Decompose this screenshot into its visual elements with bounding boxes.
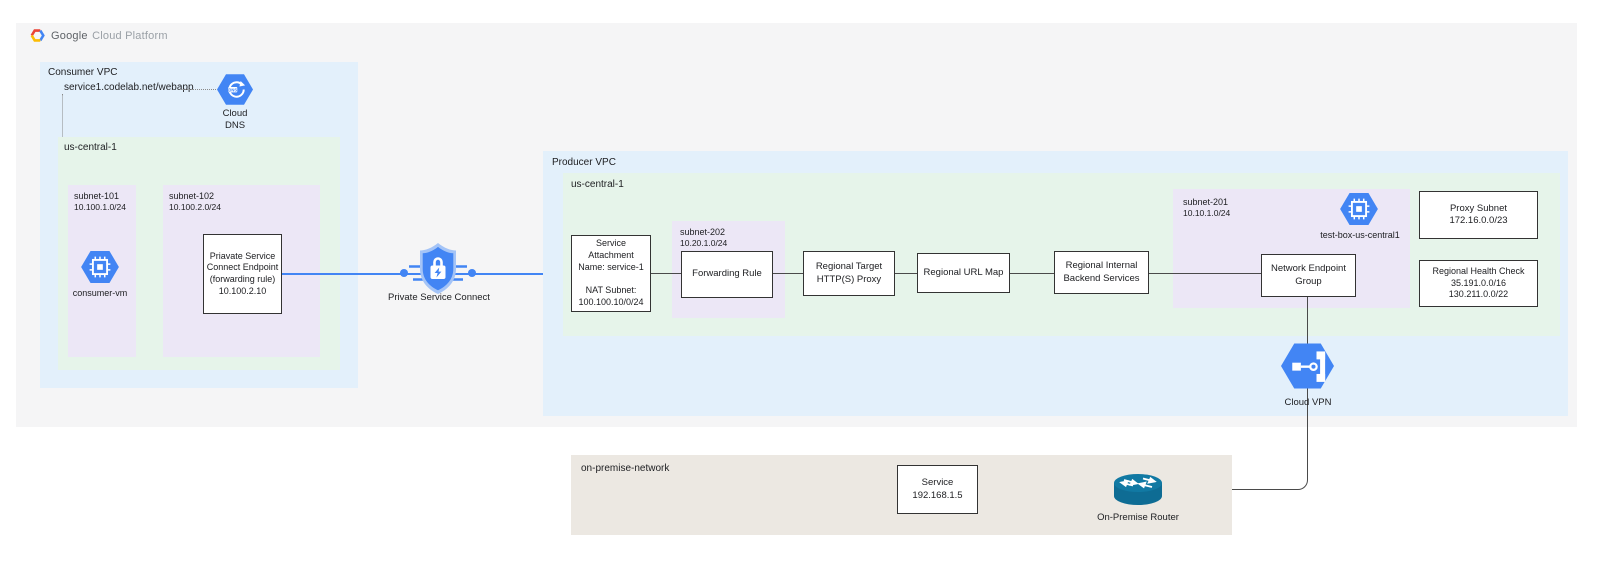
forwarding-rule-node: Forwarding Rule	[681, 251, 773, 298]
test-box-caption: test-box-us-central1	[1320, 230, 1400, 240]
service-attachment-node: Service Attachment Name: service-1 NAT S…	[571, 235, 651, 312]
subnet-201-name: subnet-201	[1183, 197, 1229, 207]
consumer-region-label: us-central-1	[64, 142, 117, 153]
subnet-102-name: subnet-102	[169, 191, 215, 201]
on-premise-network-label: on-premise-network	[581, 463, 670, 474]
subnet-102-box: subnet-102 10.100.2.0/24	[163, 185, 320, 357]
proxy-subnet-node: Proxy Subnet 172.16.0.0/23	[1419, 191, 1538, 239]
test-box-vm-icon	[1340, 192, 1378, 231]
consumer-vm-icon	[81, 250, 119, 289]
cloud-vpn-caption: Cloud VPN	[1284, 397, 1332, 408]
subnet-202-cidr: 10.20.1.0/24	[680, 238, 728, 249]
connector-backend-to-neg	[1149, 273, 1261, 274]
subnet-202-name: subnet-202	[680, 227, 726, 237]
regional-url-map-node: Regional URL Map	[917, 253, 1010, 293]
cloud-dns-caption: Cloud DNS	[222, 108, 248, 131]
psc-endpoint-node: Priavate Service Connect Endpoint (forwa…	[203, 234, 282, 314]
network-endpoint-group-node: Network Endpoint Group	[1261, 254, 1356, 297]
subnet-201-cidr: 10.10.1.0/24	[1183, 208, 1231, 219]
connector-fwdrule-to-proxy	[773, 273, 803, 274]
regional-target-proxy-node: Regional Target HTTP(S) Proxy	[803, 251, 895, 296]
consumer-vm-caption: consumer-vm	[72, 288, 128, 298]
subnet-102-cidr: 10.100.2.0/24	[169, 202, 221, 213]
dns-record-label: service1.codelab.net/webapp	[64, 82, 194, 93]
on-premise-router-icon	[1112, 471, 1164, 514]
logo-text-cloud-platform: Cloud Platform	[92, 30, 168, 42]
private-service-connect-icon	[394, 241, 482, 300]
producer-vpc-label: Producer VPC	[552, 157, 616, 168]
dns-record-to-dns-connector	[181, 89, 216, 90]
psc-caption: Private Service Connect	[388, 292, 490, 303]
onprem-service-node: Service 192.168.1.5	[897, 465, 978, 514]
svg-text:DNS: DNS	[228, 87, 237, 92]
connector-proxy-to-urlmap	[895, 273, 917, 274]
cloud-vpn-icon	[1281, 341, 1334, 396]
logo-text-google: Google	[51, 30, 88, 42]
gcp-logo: Google Cloud Platform	[30, 26, 168, 44]
connector-urlmap-to-backend	[1010, 273, 1054, 274]
regional-health-check-node: Regional Health Check 35.191.0.0/16 130.…	[1419, 260, 1538, 307]
cloud-dns-icon: DNS	[217, 73, 253, 111]
producer-region-label: us-central-1	[571, 179, 624, 190]
gcp-logo-icon	[30, 28, 45, 42]
subnet-101-name: subnet-101	[74, 191, 120, 201]
subnet-101-cidr: 10.100.1.0/24	[74, 202, 126, 213]
connector-attachment-to-fwdrule	[651, 273, 681, 274]
regional-internal-backend-node: Regional Internal Backend Services	[1054, 251, 1149, 294]
consumer-vpc-label: Consumer VPC	[48, 67, 118, 78]
on-premise-router-caption: On-Premise Router	[1097, 512, 1179, 523]
